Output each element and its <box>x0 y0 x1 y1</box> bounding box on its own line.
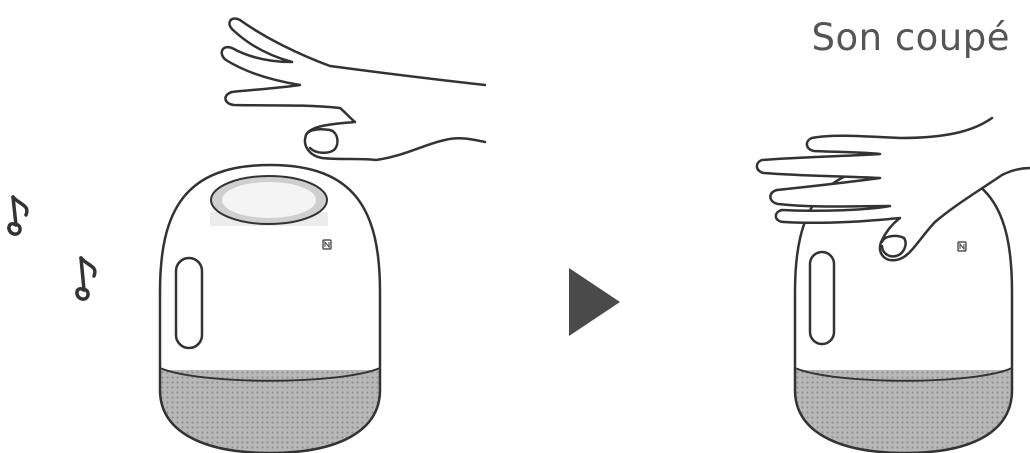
play-arrow-icon <box>569 268 620 336</box>
music-note-icon <box>77 258 95 299</box>
music-note-icon <box>9 197 27 234</box>
nfc-icon <box>958 242 966 251</box>
hand-hover <box>222 19 485 160</box>
status-caption: Son coupé <box>790 16 1010 59</box>
side-handle <box>176 258 202 348</box>
side-handle <box>810 252 834 344</box>
speaker-left <box>155 165 385 453</box>
nfc-icon <box>323 240 331 249</box>
hand-covering <box>757 118 1030 260</box>
speaker-grille <box>155 370 385 453</box>
speaker-grille <box>790 370 1020 453</box>
touch-ring <box>210 176 328 226</box>
